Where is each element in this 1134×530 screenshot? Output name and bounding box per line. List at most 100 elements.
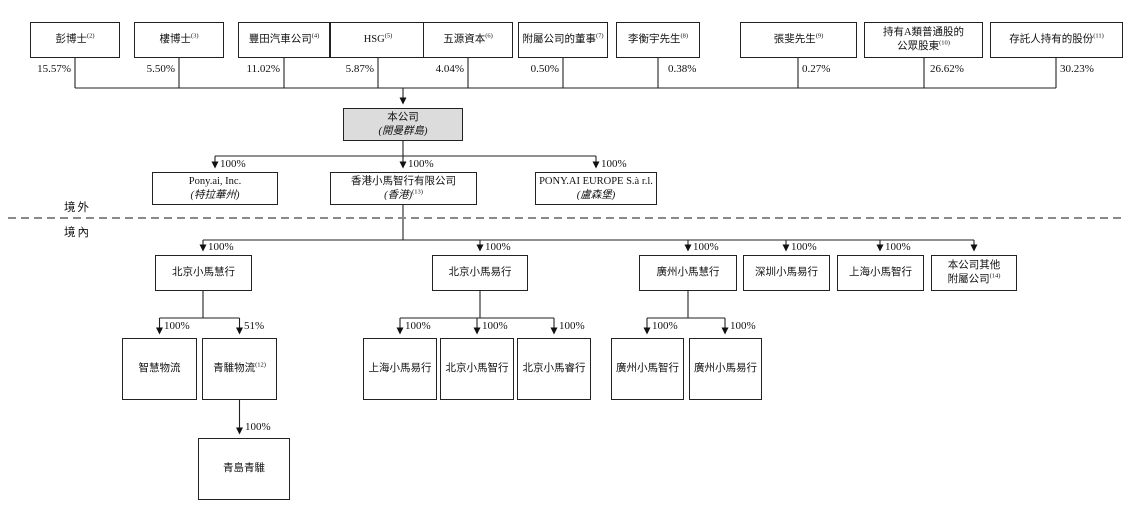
ownership-pct: 100% (693, 241, 719, 253)
subsidiary-box-zhihui-logistics: 智慧物流 (122, 338, 197, 400)
entity-name: PONY.AI EUROPE S.à r.l. (539, 175, 653, 187)
ownership-pct: 100% (208, 241, 234, 253)
entity-name: 本公司 (387, 111, 419, 123)
subsidiary-box-ponyai-inc: Pony.ai, Inc. (特拉華州) (152, 172, 278, 205)
footnote-ref: (3) (190, 32, 199, 40)
entity-name: 北京小馬智行 (445, 363, 509, 375)
shareholding-pct: 26.62% (930, 63, 964, 75)
ownership-pct: 100% (408, 158, 434, 170)
entity-name: 北京小馬易行 (448, 267, 512, 279)
footnote-ref: (6) (485, 32, 493, 40)
footnote-ref: (10) (939, 39, 950, 47)
subsidiary-box-qingzhui-logistics: 青騅物流(12) (202, 338, 277, 400)
footnote-ref: (2) (86, 32, 95, 40)
ownership-pct: 100% (482, 320, 508, 332)
shareholder-box-5y-capital: 五源資本(6) (423, 22, 513, 58)
subsidiary-box-shenzhen-yixing: 深圳小馬易行 (743, 255, 830, 291)
ownership-pct: 100% (885, 241, 911, 253)
shareholder-box-toyota: 豐田汽車公司(4) (238, 22, 330, 58)
entity-name: 廣州小馬慧行 (656, 267, 720, 279)
entity-name: 樓博士(3) (159, 32, 199, 46)
footnote-ref: (8) (680, 32, 689, 40)
entity-name: HSG(5) (363, 32, 393, 46)
shareholder-box-mr-zhang: 張斐先生(9) (740, 22, 857, 58)
entity-name: 廣州小馬智行 (616, 363, 679, 375)
shareholding-pct: 4.04% (435, 63, 464, 75)
shareholding-pct: 0.27% (802, 63, 831, 75)
entity-jurisdiction: (特拉華州) (190, 189, 240, 201)
ownership-pct: 100% (730, 320, 756, 332)
ownership-pct: 100% (405, 320, 431, 332)
subsidiary-box-beijing-zhixing: 北京小馬智行 (440, 338, 514, 400)
shareholding-pct: 0.38% (668, 63, 697, 75)
footnote-ref: (13) (412, 188, 423, 195)
ownership-pct: 100% (559, 320, 585, 332)
subsidiary-box-hk-ponyai: 香港小馬智行有限公司 (香港)(13) (330, 172, 477, 205)
entity-name: 持有A類普通股的 (882, 27, 965, 39)
entity-name: 香港小馬智行有限公司 (351, 175, 456, 187)
region-label-offshore: 境外 (64, 202, 91, 214)
shareholder-box-hsg: HSG(5) (330, 22, 426, 58)
subsidiary-box-other-subsidiaries: 本公司其他 附屬公司(14) (931, 255, 1017, 291)
entity-name: 青島青騅 (223, 463, 265, 475)
entity-name: 彭博士(2) (55, 32, 95, 46)
company-box-cayman: 本公司 (開曼群島) (343, 108, 463, 141)
entity-name: 廣州小馬易行 (694, 363, 757, 375)
entity-name: 張斐先生(9) (773, 32, 824, 46)
footnote-ref: (9) (815, 32, 824, 40)
entity-name: 深圳小馬易行 (755, 267, 818, 279)
entity-name: 五源資本(6) (443, 32, 493, 46)
entity-name: 青騅物流(12) (213, 361, 266, 375)
ownership-pct: 100% (220, 158, 246, 170)
entity-name: 李衡宇先生(8) (627, 32, 689, 46)
shareholder-box-public-class-a: 持有A類普通股的 公眾股東(10) (864, 22, 983, 58)
shareholder-box-dr-lou: 樓博士(3) (134, 22, 224, 58)
entity-jurisdiction: (盧森堡) (576, 189, 616, 201)
shareholder-box-dr-peng: 彭博士(2) (30, 22, 120, 58)
entity-name: 豐田汽車公司(4) (248, 32, 320, 46)
subsidiary-box-guangzhou-zhixing: 廣州小馬智行 (611, 338, 684, 400)
shareholding-pct: 0.50% (530, 63, 559, 75)
ownership-pct: 51% (244, 320, 265, 332)
shareholding-pct: 11.02% (246, 63, 280, 75)
entity-name: 附屬公司(14) (947, 272, 1001, 285)
ownership-pct: 100% (652, 320, 678, 332)
ownership-pct: 100% (601, 158, 627, 170)
footnote-ref: (7) (595, 32, 604, 40)
shareholding-pct: 5.87% (345, 63, 374, 75)
entity-name: 公眾股東(10) (897, 39, 950, 52)
shareholding-pct: 5.50% (146, 63, 175, 75)
footnote-ref: (12) (255, 361, 266, 369)
subsidiary-box-guangzhou-huixing: 廣州小馬慧行 (639, 255, 737, 291)
subsidiary-box-guangzhou-yixing: 廣州小馬易行 (689, 338, 762, 400)
subsidiary-box-beijing-huixing: 北京小馬慧行 (155, 255, 252, 291)
subsidiary-box-shanghai-zhixing: 上海小馬智行 (837, 255, 924, 291)
subsidiary-box-qingdao-qingzhui: 青島青騅 (198, 438, 290, 500)
ownership-pct: 100% (791, 241, 817, 253)
subsidiary-box-beijing-yixing: 北京小馬易行 (432, 255, 528, 291)
subsidiary-box-shanghai-yixing: 上海小馬易行 (363, 338, 437, 400)
entity-jurisdiction: (開曼群島) (378, 125, 428, 137)
ownership-pct: 100% (164, 320, 190, 332)
shareholder-box-subsidiary-directors: 附屬公司的董事(7) (518, 22, 608, 58)
entity-name: 附屬公司的董事(7) (522, 32, 604, 46)
entity-name: 本公司其他 (947, 260, 1001, 272)
entity-name: 存託人持有的股份(11) (1009, 32, 1104, 46)
entity-name: 上海小馬易行 (368, 363, 432, 375)
ownership-pct: 100% (485, 241, 511, 253)
ownership-pct: 100% (245, 421, 271, 433)
shareholding-pct: 15.57% (37, 63, 71, 75)
subsidiary-box-ponyai-europe: PONY.AI EUROPE S.à r.l. (盧森堡) (535, 172, 657, 205)
footnote-ref: (11) (1093, 32, 1104, 40)
shareholder-box-mr-li: 李衡宇先生(8) (616, 22, 700, 58)
entity-name: Pony.ai, Inc. (188, 175, 242, 187)
entity-jurisdiction: (香港)(13) (384, 188, 423, 201)
footnote-ref: (14) (989, 272, 1001, 280)
shareholder-box-depositary: 存託人持有的股份(11) (990, 22, 1123, 58)
region-label-onshore: 境內 (64, 227, 91, 239)
entity-name: 智慧物流 (138, 363, 181, 375)
footnote-ref: (5) (384, 32, 393, 40)
entity-name: 北京小馬慧行 (172, 267, 235, 279)
